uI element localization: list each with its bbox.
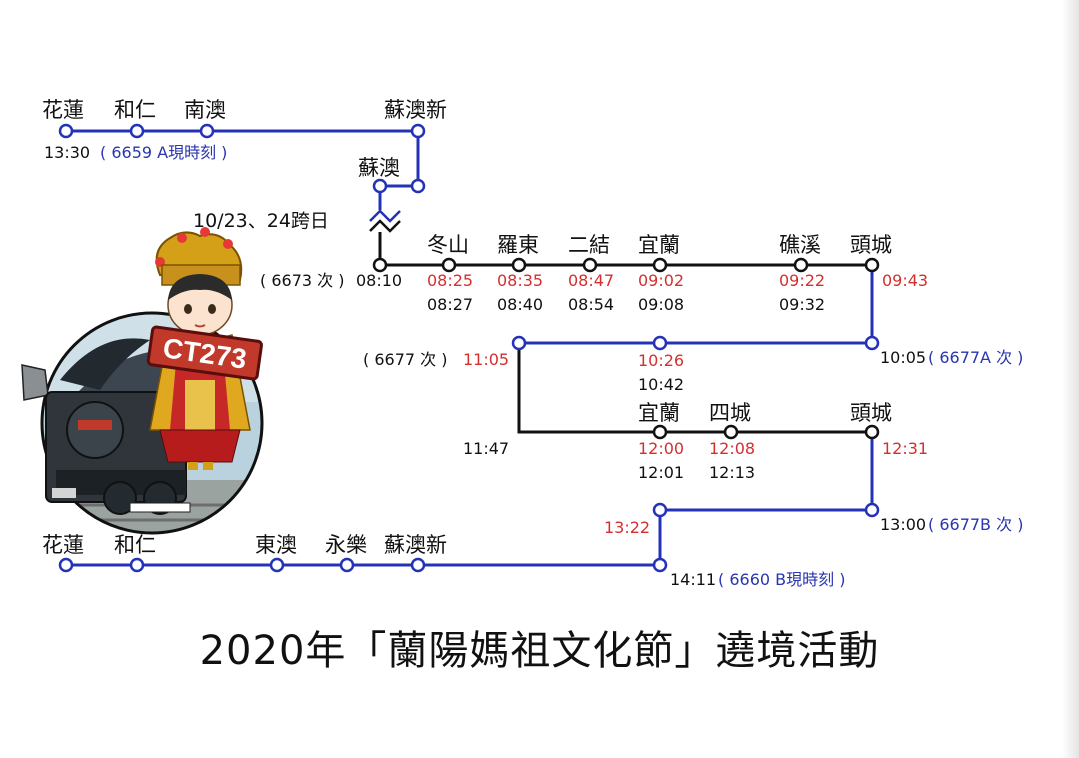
route-lines	[66, 129, 874, 567]
locomotive	[21, 364, 191, 515]
right-edge-shadow	[1062, 0, 1079, 758]
luodong-departure: 08:40	[497, 295, 544, 314]
node-suao-start	[372, 257, 388, 273]
node-toucheng-2b	[864, 502, 880, 518]
service-6659a: ( 6659 A現時刻 )	[100, 143, 228, 162]
node-suaoxin-top	[410, 123, 426, 139]
station-suaoxin-top: 蘇澳新	[384, 98, 447, 122]
station-hualien-bottom: 花蓮	[42, 533, 84, 557]
toucheng-1-arrival: 09:43	[882, 271, 929, 290]
mascot-illustration: CT273	[21, 227, 264, 535]
yilan-2-arrival: 12:00	[638, 439, 685, 458]
luodong-arrival: 08:35	[497, 271, 544, 290]
node-hualien-top	[58, 123, 74, 139]
route-line-segment1	[66, 129, 420, 188]
station-nanao: 南澳	[184, 98, 226, 122]
station-dongao: 東澳	[255, 533, 297, 557]
overnight-note: 10/23、24跨日	[193, 210, 329, 232]
node-toucheng-1b	[864, 335, 880, 351]
overnight-zigzag-2	[369, 219, 401, 233]
arrival-14-11: 14:11	[670, 570, 717, 589]
station-yilan-1: 宜蘭	[638, 233, 680, 257]
station-toucheng-1: 頭城	[850, 233, 892, 257]
page-title: 2020年「蘭陽媽祖文化節」遶境活動	[199, 628, 880, 674]
yilan-1-departure: 09:08	[638, 295, 685, 314]
erjie-departure: 08:54	[568, 295, 615, 314]
node-yilan-2	[652, 424, 668, 440]
node-yongle	[339, 557, 355, 573]
station-suaoxin-bottom: 蘇澳新	[384, 533, 447, 557]
node-turn-11-05	[511, 335, 527, 351]
node-mid-yilan	[652, 335, 668, 351]
node-suaoxin-lower	[410, 178, 426, 194]
node-end-14-11	[652, 557, 668, 573]
mid-arrival-10-26: 10:26	[638, 351, 685, 370]
jiaoxi-departure: 09:32	[779, 295, 826, 314]
dongshan-departure: 08:27	[427, 295, 474, 314]
node-dongshan	[441, 257, 457, 273]
node-hualien-bottom	[58, 557, 74, 573]
service-6673: ( 6673 次 )	[260, 271, 345, 290]
yilan-2-departure: 12:01	[638, 463, 685, 482]
arrival-11-05: 11:05	[463, 350, 510, 369]
yilan-1-arrival: 09:02	[638, 271, 685, 290]
node-heren-bottom	[129, 557, 145, 573]
station-heren-top: 和仁	[114, 98, 156, 122]
node-yilan-1	[652, 257, 668, 273]
jiaoxi-arrival: 09:22	[779, 271, 826, 290]
node-nanao	[199, 123, 215, 139]
start-time-08-10: 08:10	[356, 271, 403, 290]
node-suaoxin-bottom	[410, 557, 426, 573]
station-sicheng: 四城	[709, 401, 751, 425]
erjie-arrival: 08:47	[568, 271, 615, 290]
service-6660b: ( 6660 B現時刻 )	[718, 570, 846, 589]
station-heren-bottom: 和仁	[114, 533, 156, 557]
toucheng-2-arrival: 12:31	[882, 439, 929, 458]
node-toucheng-1	[864, 257, 880, 273]
node-jiaoxi	[793, 257, 809, 273]
dongshan-arrival: 08:25	[427, 271, 474, 290]
station-yongle: 永樂	[325, 533, 367, 557]
service-6677: ( 6677 次 )	[363, 350, 448, 369]
node-sicheng	[723, 424, 739, 440]
start-time-11-47: 11:47	[463, 439, 510, 458]
route-line-segment5	[66, 508, 872, 567]
station-dongshan: 冬山	[427, 233, 469, 257]
node-toucheng-2	[864, 424, 880, 440]
ct273-badge: CT273	[146, 325, 263, 381]
node-heren-top	[129, 123, 145, 139]
station-erjie: 二結	[568, 233, 610, 257]
station-nodes	[58, 123, 880, 573]
station-suao: 蘇澳	[358, 156, 400, 180]
station-hualien-top: 花蓮	[42, 98, 84, 122]
node-luodong	[511, 257, 527, 273]
mid-departure-10-42: 10:42	[638, 375, 685, 394]
depart-time-13-30: 13:30	[44, 143, 91, 162]
service-6677a: ( 6677A 次 )	[928, 348, 1024, 367]
node-suao	[372, 178, 388, 194]
node-turn-13-22	[652, 502, 668, 518]
arrival-13-22: 13:22	[604, 518, 651, 537]
route-line-segment3-down	[517, 343, 872, 434]
toucheng-departure-10-05: 10:05	[880, 348, 927, 367]
node-erjie	[582, 257, 598, 273]
sicheng-arrival: 12:08	[709, 439, 756, 458]
service-6677b: ( 6677B 次 )	[928, 515, 1024, 534]
station-toucheng-2: 頭城	[850, 401, 892, 425]
station-yilan-2: 宜蘭	[638, 401, 680, 425]
station-jiaoxi: 礁溪	[779, 233, 821, 257]
node-dongao	[269, 557, 285, 573]
toucheng-departure-13-00: 13:00	[880, 515, 927, 534]
sicheng-departure: 12:13	[709, 463, 756, 482]
station-luodong: 羅東	[497, 233, 539, 257]
overnight-zigzag-1	[369, 209, 401, 223]
